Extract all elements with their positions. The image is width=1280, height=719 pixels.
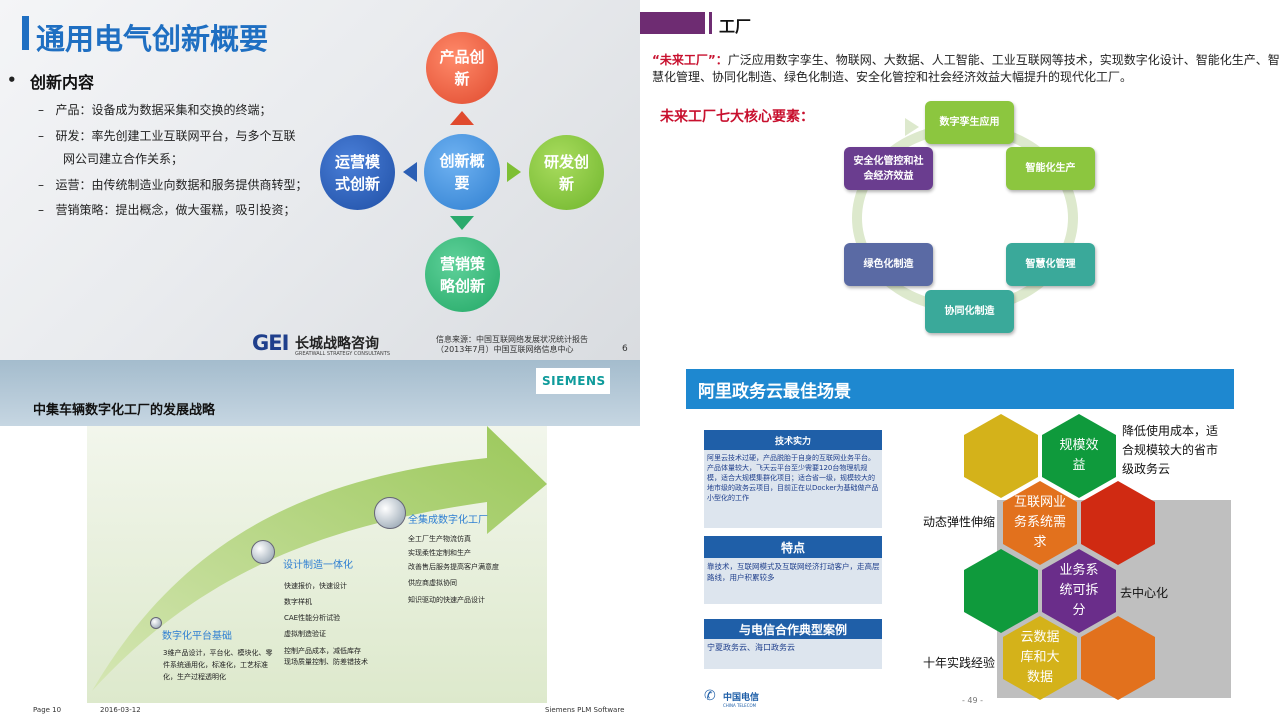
stage3-item: 供应商虚拟协同 [408,579,457,587]
case-header: 与电信合作典型案例 [704,619,882,639]
arrow-up-icon [450,111,474,125]
list-item: – 产品：设备成为数据采集和交换的终端； [38,103,272,117]
gei-logo: GEI [252,331,289,355]
growth-arrow [92,426,547,691]
hex-yellow-top [964,414,1038,498]
case-text: 宁夏政务云、海口政务云 [707,643,795,652]
stage2-item: 快速报价，快速设计 [284,582,347,590]
item-text: 营销策略：提出概念，做大蛋糕，吸引投资； [55,203,296,217]
list-item-continued: 网公司建立合作关系； [63,152,184,166]
element-green-manufacturing: 绿色化制造 [844,243,933,286]
definition-term: “未来工厂” [652,53,716,67]
title-bar [640,12,705,34]
cycle-arrow-icon [905,118,919,136]
label-cost: 降低使用成本，适合规模较大的省市级政务云 [1122,424,1219,476]
panel-future-factory: 工厂 “未来工厂”：广泛应用数字孪生、物联网、大数据、人工智能、工业互联网等技术… [640,0,1280,360]
node-operation: 运营模式创新 [320,135,395,210]
stage2-item: 现场质量控制、防差错技术 [284,658,368,666]
title-banner [686,369,1234,409]
section-heading: 创新内容 [30,73,95,92]
header-band [0,360,640,426]
tech-text: 阿里云技术过硬，产品脱胎于自身的互联网业务平台。产品体量较大，飞天云平台至少需要… [707,454,879,502]
stage1-marker [150,617,162,629]
label-experience: 十年实践经验 [923,656,996,670]
item-text: 研发：率先创建工业互联网平台，与多个互联 [55,129,296,143]
stage2-marker [251,540,275,564]
page-number: - 49 - [962,696,984,705]
stage3-item: 知识驱动的快速产品设计 [408,596,485,604]
arrow-right-icon [507,162,521,182]
panel-ge-innovation: 通用电气创新概要 • 创新内容 – 产品：设备成为数据采集和交换的终端； – 研… [0,0,640,360]
panel-siemens-strategy: SIEMENS 中集车辆数字化工厂的发展战略 数字化平台基础 3维产品设计，平台… [0,360,640,719]
element-digital-twin: 数字孪生应用 [925,101,1014,144]
list-item: – 研发：率先创建工业互联网平台，与多个互联 [38,129,296,143]
hex-red [1081,481,1155,565]
telecom-logo-cn: 中国电信 [723,693,760,703]
stage2-item: 虚拟制造验证 [284,630,326,638]
definition: “未来工厂”：广泛应用数字孪生、物联网、大数据、人工智能、工业互联网等技术，实现… [652,52,1280,86]
logo-cn-text: 长城战略咨询 [295,336,379,352]
element-safety-control: 安全化管控和社会经济效益 [844,147,933,190]
node-rnd: 研发创新 [529,135,604,210]
siemens-logo: SIEMENS [542,374,606,388]
footer-company: Siemens PLM Software [545,706,625,714]
panel-ali-gov-cloud: 阿里政务云最佳场景 技术实力 阿里云技术过硬，产品脱胎于自身的互联网业务平台。产… [640,360,1280,719]
telecom-logo-en: CHINA TELECOM [723,703,757,708]
feature-header: 特点 [704,536,882,558]
node-marketing: 营销策略创新 [425,237,500,312]
source-line-2: （2013年7月）中国互联网络信息中心 [436,345,574,354]
stage2-list: 快速报价，快速设计 数字样机 CAE性能分析试验 虚拟制造验证 控制产品成本，减… [284,578,384,668]
node-product: 产品创新 [426,32,498,104]
footer-date: 2016-03-12 [100,706,141,714]
logo-en-text: GREATWALL STRATEGY CONSULTANTS [295,351,391,357]
stage1-text: 3维产品设计，平台化、模块化、零件系统通用化，标准化，工艺标准化，生产过程透明化 [163,649,273,681]
page-title: 通用电气创新概要 [36,22,269,56]
title-bar-divider [709,12,712,34]
node-center: 创新概要 [424,134,500,210]
bullet-dot: • [7,71,17,89]
stage2-item: 数字样机 [284,598,312,606]
tech-header: 技术实力 [704,430,882,450]
arrow-down-icon [450,216,474,230]
element-intelligent-production: 智能化生产 [1006,147,1095,190]
page-number: 6 [622,344,628,354]
title-bar-accent [22,16,29,50]
hex-scale: 规模效益 [1042,414,1116,498]
stage2-item: CAE性能分析试验 [284,614,341,622]
label-elastic: 动态弹性伸缩 [923,515,996,529]
definition-colon: ： [715,53,728,67]
source-line-1: 信息来源：中国互联网络发展状况统计报告 [436,335,588,344]
stage3-list: 全工厂生产物流仿真 实现柔性定制和生产 改善售后服务提高客户满意度 供应商虚拟协… [408,532,504,607]
element-smart-management: 智慧化管理 [1006,243,1095,286]
arrow-left-icon [403,162,417,182]
stage3-item: 改善售后服务提高客户满意度 [408,563,499,571]
slide-title: 中集车辆数字化工厂的发展战略 [33,403,216,418]
stage3-item: 实现柔性定制和生产 [408,549,471,557]
list-item: – 营销策略：提出概念，做大蛋糕，吸引投资； [38,203,296,217]
footer-page: Page 10 [33,706,62,714]
list-item: – 运营：由传统制造业向数据和服务提供商转型； [38,178,308,192]
siemens-logo-box [536,368,610,394]
feature-text: 靠技术，互联网模式及互联网经济打动客户，走高层路线，用户积累较多 [707,562,880,582]
hex-splittable: 业务系统可拆分 [1042,549,1116,633]
element-collaborative-manufacturing: 协同化制造 [925,290,1014,333]
stage1-title: 数字化平台基础 [162,631,232,642]
stage2-title: 设计制造一体化 [283,560,353,571]
subtitle: 未来工厂七大核心要素： [660,109,814,125]
item-text: 产品：设备成为数据采集和交换的终端； [55,103,272,117]
stage3-item: 全工厂生产物流仿真 [408,535,471,543]
slide-title: 工厂 [719,17,752,36]
slide-title: 阿里政务云最佳场景 [698,382,851,402]
item-text: 运营：由传统制造业向数据和服务提供商转型； [55,178,308,192]
definition-text: 广泛应用数字孪生、物联网、大数据、人工智能、工业互联网等技术，实现数字化设计、智… [652,53,1280,84]
stage3-title: 全集成数字化工厂 [408,515,488,526]
stage3-marker [374,497,406,529]
hex-orange-bottom [1081,616,1155,700]
stage2-item: 控制产品成本，减低库存 [284,647,361,655]
telecom-logo-icon: ✆ [704,688,716,704]
label-decentral: 去中心化 [1120,586,1169,600]
